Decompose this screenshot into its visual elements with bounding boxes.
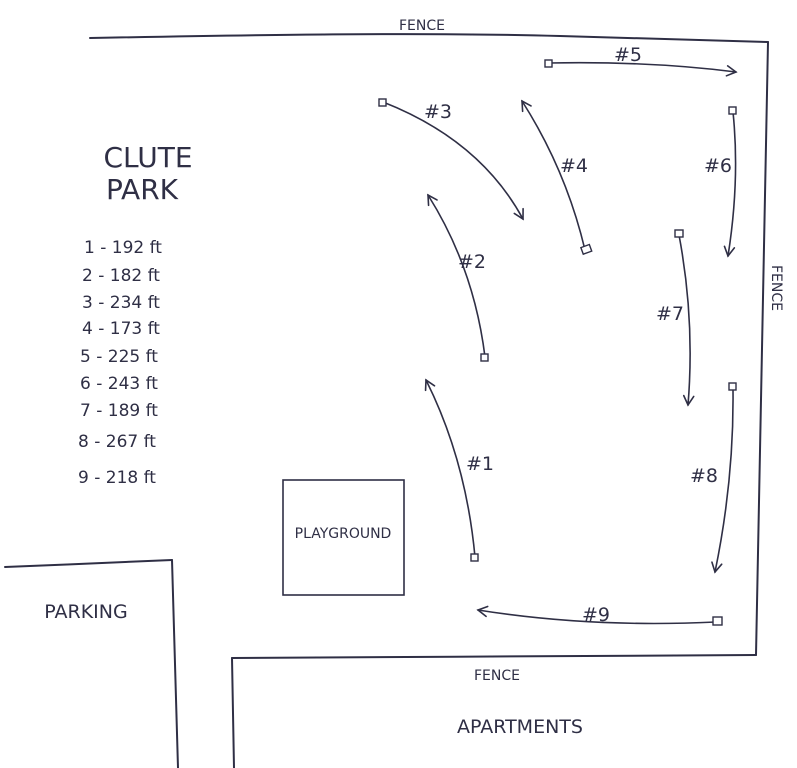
distance-entry: 8 - 267 ft bbox=[78, 432, 156, 452]
playground-box bbox=[282, 479, 405, 596]
hole-6-arrow bbox=[723, 111, 737, 258]
hole-5-label: #5 bbox=[614, 44, 642, 66]
hole-1-arrow bbox=[424, 378, 476, 558]
hole-1: #1 bbox=[424, 378, 494, 562]
distance-entry: 5 - 225 ft bbox=[80, 347, 158, 367]
fence-top-line bbox=[89, 33, 769, 43]
hole-9-tee bbox=[712, 616, 723, 626]
hole-8-tee bbox=[728, 382, 737, 391]
parking-label: PARKING bbox=[44, 601, 127, 623]
parking-boundary-top bbox=[4, 559, 173, 568]
hole-1-label: #1 bbox=[466, 453, 494, 475]
playground-label: PLAYGROUND bbox=[295, 526, 392, 542]
hole-7-tee bbox=[674, 229, 684, 238]
fence-right-line bbox=[755, 41, 769, 656]
fence-bottom-line bbox=[231, 654, 757, 659]
hole-2-arrow bbox=[427, 193, 486, 358]
hole-3-label: #3 bbox=[424, 101, 452, 123]
park-title-line1: CLUTE bbox=[103, 141, 192, 174]
hole-5-tee bbox=[544, 59, 553, 68]
hole-4-tee bbox=[579, 243, 593, 256]
hole-2-tee bbox=[480, 353, 489, 362]
hole-3: #3 bbox=[378, 98, 524, 221]
distance-entry: 4 - 173 ft bbox=[82, 319, 160, 339]
hole-4-arrow bbox=[521, 99, 586, 251]
hole-9-label: #9 bbox=[582, 604, 610, 626]
fence-right-label: FENCE bbox=[768, 265, 784, 311]
distance-entry: 7 - 189 ft bbox=[80, 401, 158, 421]
hole-6: #6 bbox=[704, 106, 737, 258]
hole-9: #9 bbox=[476, 604, 723, 626]
hole-4: #4 bbox=[521, 99, 593, 256]
distance-entry: 1 - 192 ft bbox=[84, 238, 162, 258]
hole-6-label: #6 bbox=[704, 155, 732, 177]
hole-7-label: #7 bbox=[656, 303, 684, 325]
distance-entry: 6 - 243 ft bbox=[80, 374, 158, 394]
hole-8-arrow bbox=[711, 389, 734, 574]
hole-2: #2 bbox=[427, 193, 489, 362]
hole-7-arrow bbox=[678, 234, 695, 407]
park-title-line2: PARK bbox=[106, 173, 179, 206]
distance-entry: 3 - 234 ft bbox=[82, 293, 160, 313]
apartments-label: APARTMENTS bbox=[457, 716, 583, 738]
hole-3-tee bbox=[378, 98, 387, 107]
hole-2-label: #2 bbox=[458, 251, 486, 273]
hole-4-label: #4 bbox=[560, 155, 588, 177]
hole-8-label: #8 bbox=[690, 465, 718, 487]
hole-7: #7 bbox=[656, 229, 695, 407]
hole-1-tee bbox=[470, 553, 479, 562]
hole-5: #5 bbox=[544, 44, 738, 77]
fence-top-label: FENCE bbox=[399, 18, 445, 34]
hole-8: #8 bbox=[690, 382, 737, 574]
distance-entry: 9 - 218 ft bbox=[78, 468, 156, 488]
distance-entry: 2 - 182 ft bbox=[82, 266, 160, 286]
hole-5-arrow bbox=[548, 61, 738, 77]
hole-3-arrow bbox=[382, 101, 524, 221]
parking-boundary-right bbox=[171, 559, 179, 768]
fence-bottom-label: FENCE bbox=[474, 668, 520, 684]
apartments-boundary-line bbox=[231, 657, 235, 768]
hole-6-tee bbox=[728, 106, 737, 115]
distance-legend: 1 - 192 ft 2 - 182 ft 3 - 234 ft 4 - 173… bbox=[78, 238, 162, 488]
hole-9-arrow bbox=[476, 605, 717, 625]
